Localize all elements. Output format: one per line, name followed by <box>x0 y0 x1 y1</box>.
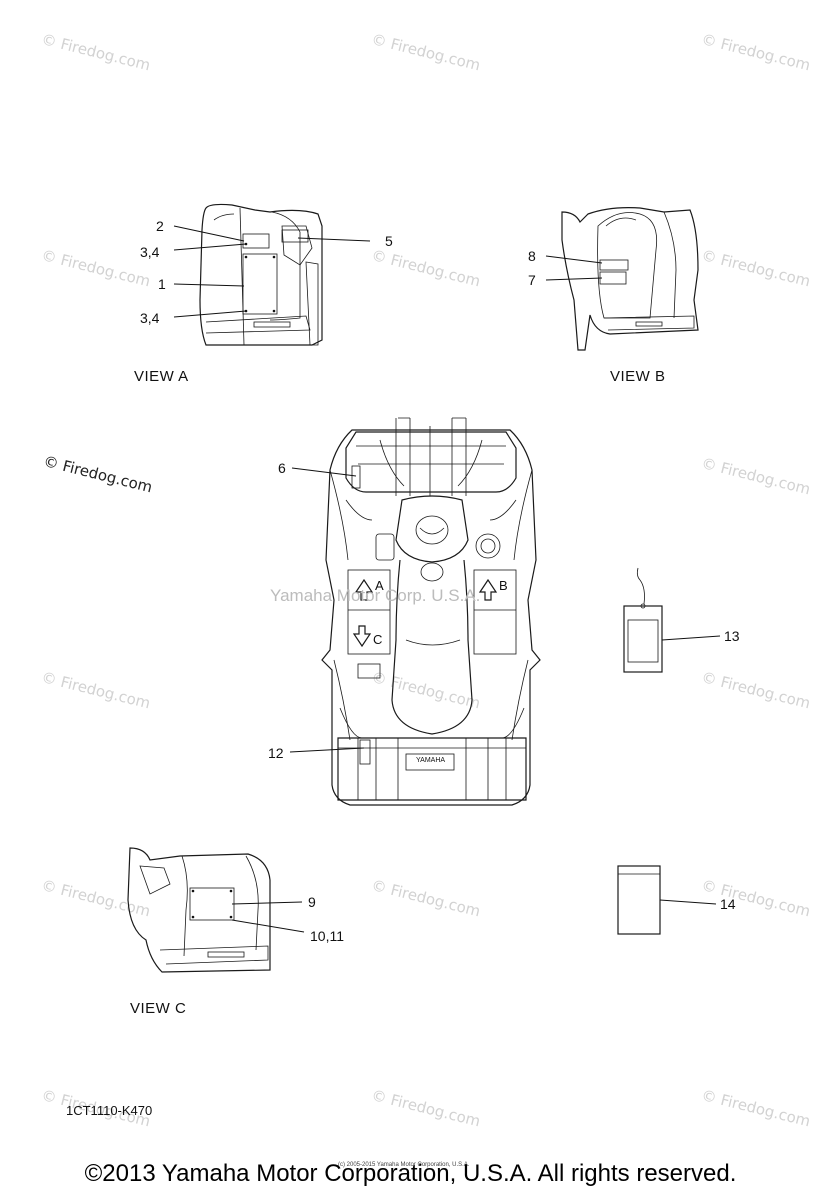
manual-bag-drawing <box>617 865 717 935</box>
view-b-title: VIEW B <box>610 368 666 385</box>
footer-copyright: ©2013 Yamaha Motor Corporation, U.S.A. A… <box>84 1160 737 1187</box>
callout-1: 1 <box>158 276 166 292</box>
view-c-title: VIEW C <box>130 1000 187 1017</box>
rack-logo: YAMAHA <box>416 757 446 764</box>
callout-2: 2 <box>156 218 164 234</box>
callout-14: 14 <box>720 896 736 912</box>
callout-7: 7 <box>528 272 536 288</box>
view-a-drawing <box>173 203 371 346</box>
view-c-drawing <box>127 847 305 973</box>
callout-10-11: 10,11 <box>310 928 344 944</box>
view-arrow-b: B <box>499 578 508 593</box>
view-a-title: VIEW A <box>134 368 189 385</box>
diagram-part-code: 1CT1110-K470 <box>66 1103 153 1118</box>
callout-3-4-bottom: 3,4 <box>140 310 160 326</box>
callout-13: 13 <box>724 628 740 644</box>
callout-5: 5 <box>385 233 393 249</box>
callout-9: 9 <box>308 894 316 910</box>
micro-copyright: (c) 2005-2015 Yamaha Motor Corporation, … <box>338 1162 470 1168</box>
callout-3-4-top: 3,4 <box>140 244 160 260</box>
view-arrow-c: C <box>373 632 383 647</box>
callout-12: 12 <box>268 745 284 761</box>
center-watermark: Yamaha Motor Corp. U.S.A. <box>270 586 481 605</box>
callout-6: 6 <box>278 460 286 476</box>
hang-tag-drawing <box>623 567 721 673</box>
callout-8: 8 <box>528 248 536 264</box>
view-arrow-a: A <box>375 578 384 593</box>
atv-top-view-drawing <box>321 417 541 806</box>
view-b-drawing <box>545 207 699 351</box>
